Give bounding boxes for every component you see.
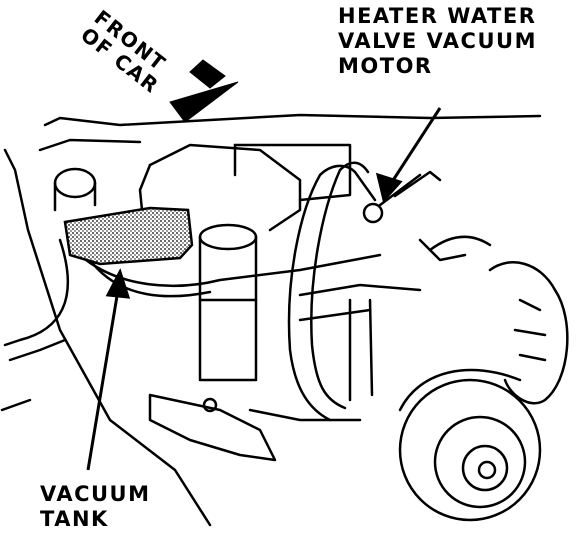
valve-motor xyxy=(362,202,384,224)
heater-label-line3: MOTOR xyxy=(338,54,433,78)
leader-arrows xyxy=(86,107,442,471)
radiator-bracket xyxy=(233,143,352,202)
reservoir-cap xyxy=(53,167,97,199)
heater-label-line1: HEATER WATER xyxy=(338,4,537,28)
tank-label-line1: VACUUM xyxy=(40,482,151,506)
heater-hose-1 xyxy=(287,173,332,422)
vacuum-tank-shape xyxy=(63,206,194,266)
engine-box xyxy=(148,143,302,232)
front-of-car-arrow xyxy=(169,59,239,123)
canister-body xyxy=(198,235,258,382)
fan-housing xyxy=(488,261,569,405)
heater-valve-label: HEATER WATER VALVE VACUUM MOTOR xyxy=(338,4,537,79)
fender-edge-lower xyxy=(38,138,142,152)
vacuum-hose xyxy=(3,238,70,347)
heater-label-line2: VALVE VACUUM xyxy=(338,29,537,53)
alternator xyxy=(398,378,542,522)
canister-top xyxy=(198,223,258,251)
inner-panel xyxy=(3,148,212,527)
heater-hose-2 xyxy=(310,168,347,410)
vacuum-tank-label: VACUUM TANK xyxy=(40,482,151,532)
fender-edge xyxy=(43,113,542,127)
tank-label-line2: TANK xyxy=(40,507,109,531)
